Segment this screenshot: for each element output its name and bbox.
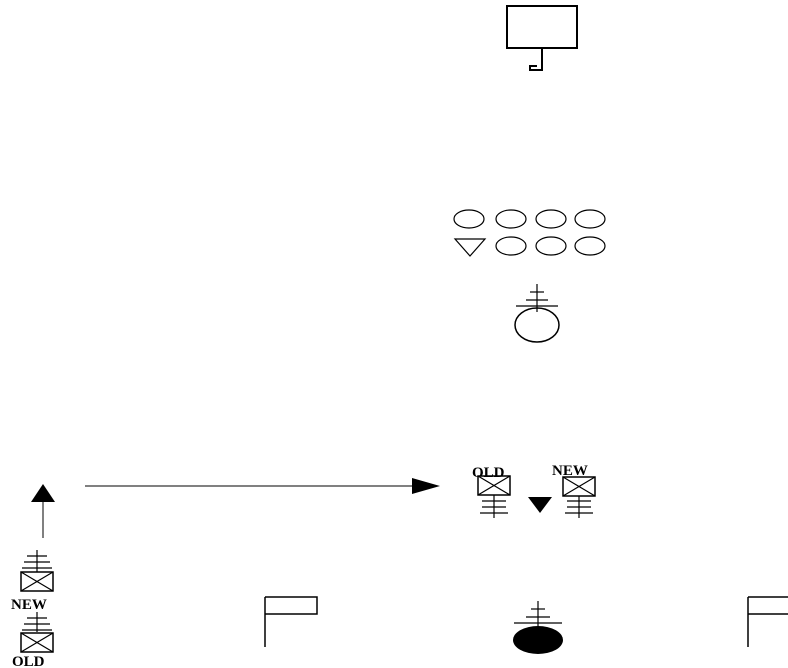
cell-ellipse — [535, 236, 567, 256]
cell-grid-icon — [453, 209, 606, 257]
cell-ellipse — [495, 236, 527, 256]
cell-ellipse — [495, 209, 527, 229]
cell-triangle — [453, 238, 487, 257]
cell-ellipse — [535, 209, 567, 229]
valve-symbol-icon: OLD — [12, 612, 54, 668]
upper-old-label: OLD — [472, 465, 505, 481]
cell-ellipse — [574, 209, 606, 229]
left-old-label: OLD — [12, 654, 45, 668]
ship-symbol-icon — [514, 284, 560, 343]
arrow-icon — [85, 478, 440, 494]
monitor-icon — [506, 5, 578, 71]
flag-icon — [747, 596, 788, 647]
valve-symbol-icon: NEW — [11, 550, 54, 613]
cell-ellipse — [453, 209, 485, 229]
left-new-label: NEW — [11, 597, 47, 613]
down-triangle-marker — [528, 497, 552, 513]
ship-symbol-icon — [513, 601, 563, 654]
upper-new-label: NEW — [552, 463, 588, 479]
arrow-icon — [31, 484, 55, 538]
cell-ellipse — [574, 236, 606, 256]
flag-icon — [264, 596, 318, 647]
valve-symbol-icon: OLD NEW — [472, 463, 596, 518]
